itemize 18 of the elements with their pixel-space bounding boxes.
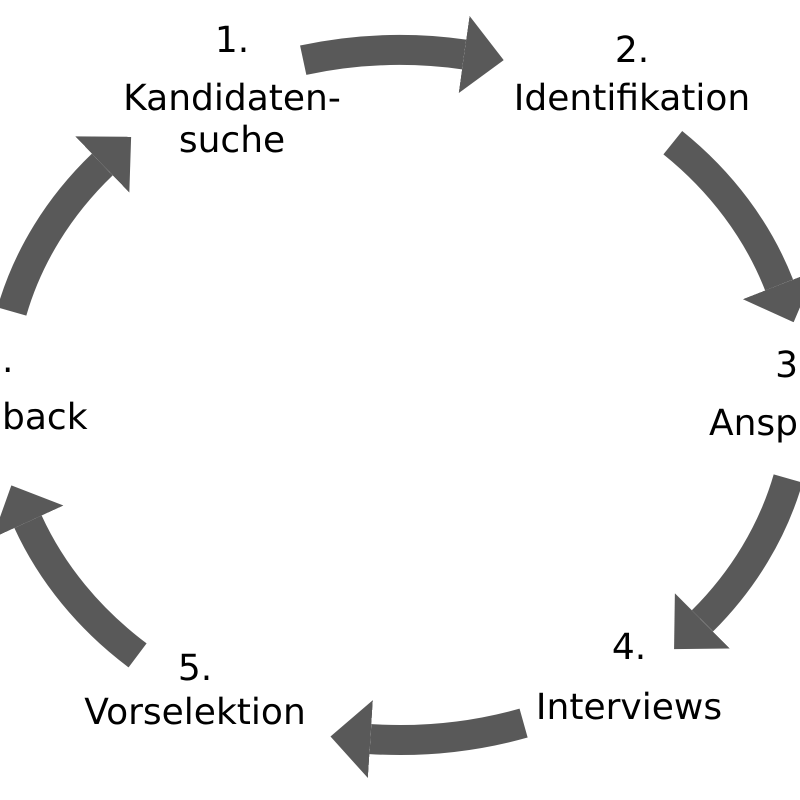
- curved-arrow: [673, 473, 800, 651]
- step-number: .: [2, 340, 14, 382]
- step-label: Ansp: [708, 403, 798, 445]
- curved-arrow: [0, 135, 132, 317]
- step-label: back: [2, 397, 88, 439]
- step-number: 2.: [614, 30, 650, 72]
- step-label: Vorselektion: [84, 692, 306, 734]
- curved-arrow: [300, 16, 504, 94]
- curved-arrow: [0, 486, 148, 667]
- step-number: 4.: [612, 627, 646, 669]
- step-number: 1.: [214, 20, 250, 62]
- curved-arrow: [662, 132, 800, 322]
- step-number: 3: [775, 345, 798, 387]
- step-number: 5.: [178, 648, 212, 690]
- step-label: Identifikation: [514, 78, 750, 120]
- curved-arrow: [330, 700, 528, 778]
- step-label: Interviews: [536, 687, 722, 729]
- step-label: Kandidaten- suche: [122, 78, 342, 162]
